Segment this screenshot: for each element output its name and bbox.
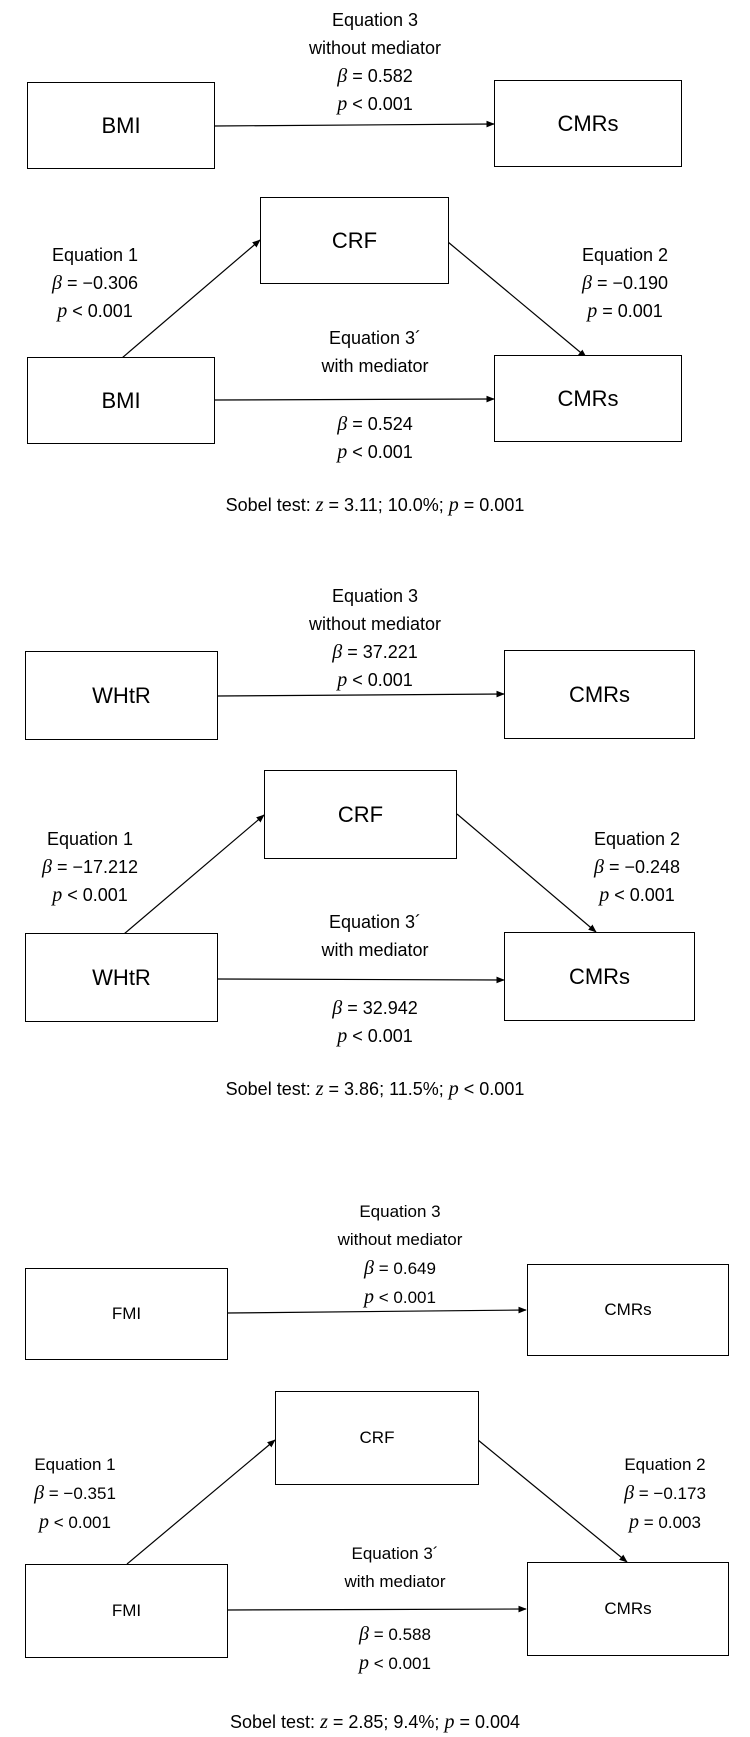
sobel-test: Sobel test: z = 3.86; 11.5%; p < 0.001: [225, 1078, 525, 1100]
equation1-label: Equation 1 β = −17.212 p < 0.001: [41, 829, 139, 906]
total-p: p < 0.001: [337, 669, 413, 691]
equation2-label: Equation 2 β = −0.190 p = 0.001: [581, 245, 669, 322]
equation1-label: Equation 1 β = −0.306 p < 0.001: [51, 245, 139, 322]
total-p: p < 0.001: [337, 93, 413, 115]
node-fmi-total: FMI: [25, 1268, 228, 1360]
node-bmi-total: BMI: [27, 82, 215, 169]
equation3-prime-label: Equation 3´ with mediator: [321, 912, 429, 960]
arrow-bmi-crf: [121, 239, 261, 359]
node-whtr-mediated: WHtR: [25, 933, 218, 1022]
sobel-test: Sobel test: z = 2.85; 9.4%; p = 0.004: [230, 1711, 520, 1733]
total-equation-label: Equation 3 without mediator β = 0.649 p …: [0, 1198, 750, 1312]
total-beta: β = 37.221: [332, 641, 418, 663]
arrow-whtr-crf: [123, 814, 265, 935]
equation3-prime-label: Equation 3´ with mediator: [321, 328, 429, 376]
total-equation-label: Equation 3 without mediator β = 37.221 p…: [0, 582, 750, 694]
equation3-prime-label: Equation 3´ with mediator: [344, 1544, 446, 1591]
arrow-whtr-cmrs-total: [216, 690, 505, 698]
total-beta: β = 0.582: [337, 65, 413, 87]
total-equation-label: Equation 3 without mediator β = 0.582 p …: [0, 6, 750, 118]
node-cmrs-total: CMRs: [527, 1264, 729, 1356]
equation3-prime-stats: β = 0.588 p < 0.001: [359, 1623, 431, 1674]
equation3-prime-stats: β = 32.942 p < 0.001: [332, 997, 418, 1047]
arrow-bmi-cmrs-mediated: [213, 395, 495, 403]
equation1-label: Equation 1 β = −0.351 p < 0.001: [34, 1455, 116, 1533]
node-cmrs-mediated: CMRs: [527, 1562, 729, 1656]
arrow-fmi-crf: [126, 1439, 276, 1565]
arrow-fmi-cmrs-mediated: [226, 1605, 527, 1613]
arrow-whtr-cmrs-mediated: [216, 976, 505, 984]
node-cmrs-total: CMRs: [504, 650, 695, 739]
node-whtr-total: WHtR: [25, 651, 218, 740]
arrow-crf-cmrs: [447, 241, 587, 358]
node-crf: CRF: [275, 1391, 479, 1485]
node-cmrs-mediated: CMRs: [504, 932, 695, 1021]
sobel-test: Sobel test: z = 3.11; 10.0%; p = 0.001: [225, 494, 525, 516]
arrow-bmi-cmrs-total: [213, 120, 495, 128]
node-fmi-mediated: FMI: [25, 1564, 228, 1658]
total-p: p < 0.001: [364, 1286, 436, 1308]
equation2-label: Equation 2 β = −0.173 p = 0.003: [624, 1455, 706, 1533]
node-crf: CRF: [264, 770, 457, 859]
equation2-label: Equation 2 β = −0.248 p < 0.001: [593, 829, 681, 906]
node-cmrs-mediated: CMRs: [494, 355, 682, 442]
total-beta: β = 0.649: [364, 1257, 436, 1279]
node-crf: CRF: [260, 197, 449, 284]
arrow-fmi-cmrs-total: [226, 1306, 527, 1314]
arrow-crf-cmrs: [456, 813, 597, 933]
node-cmrs-total: CMRs: [494, 80, 682, 167]
equation3-prime-stats: β = 0.524 p < 0.001: [337, 413, 413, 463]
node-bmi-mediated: BMI: [27, 357, 215, 444]
arrow-crf-cmrs: [477, 1439, 628, 1563]
